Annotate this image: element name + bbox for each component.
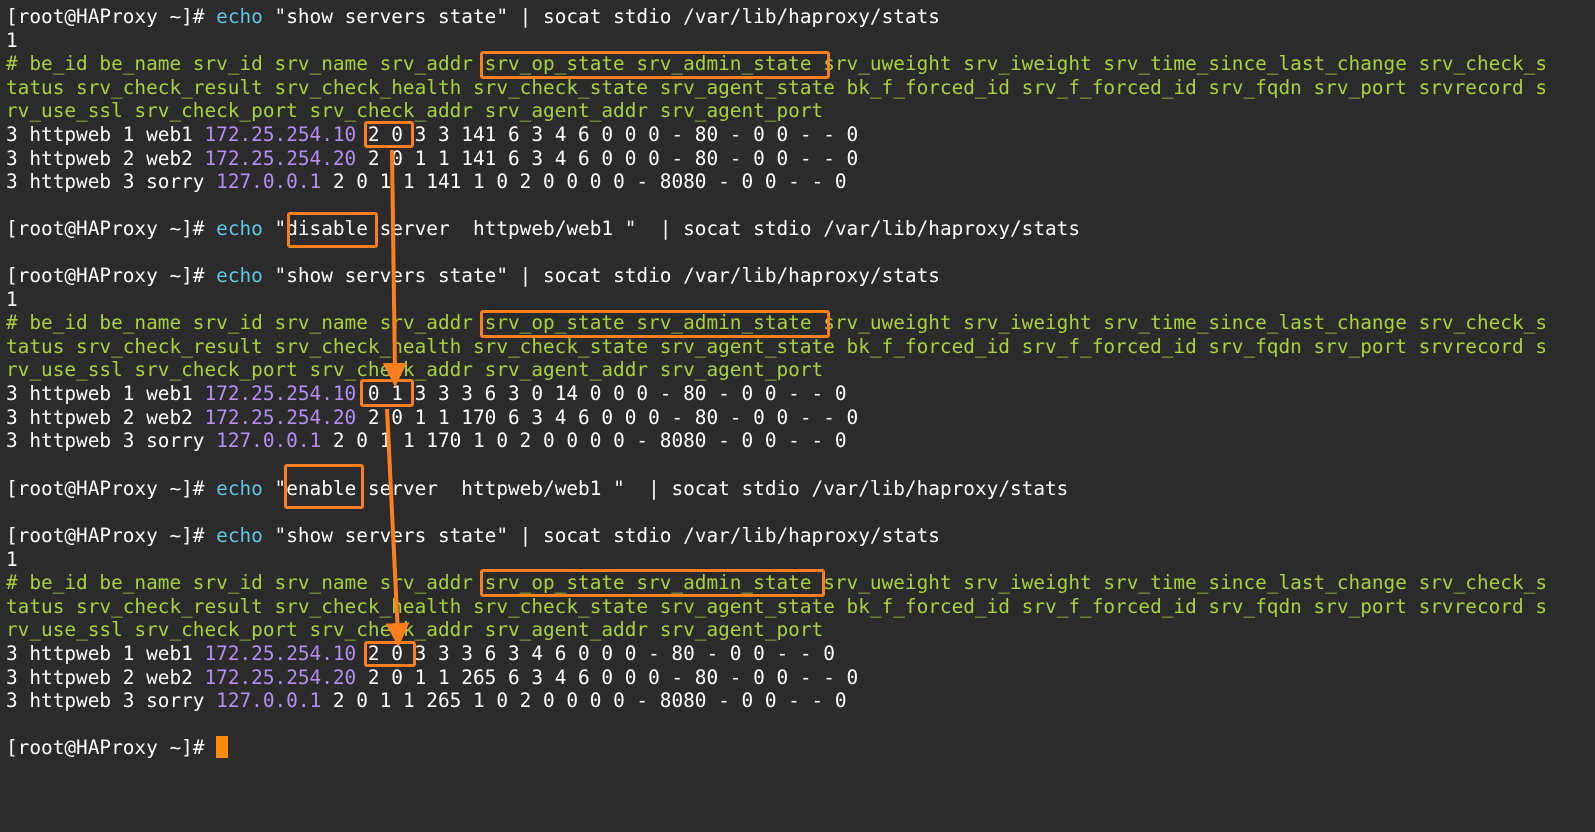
prompt: [root@HAProxy ~]# <box>6 5 217 28</box>
server-row-fields: 2 0 3 3 3 6 3 4 6 0 0 0 - 80 - 0 0 - - 0 <box>356 642 835 665</box>
server-row: 3 httpweb 2 web2 172.25.254.20 2 0 1 1 2… <box>6 666 858 690</box>
prompt: [root@HAProxy ~]# <box>6 217 217 240</box>
cursor <box>216 736 229 758</box>
command-args: "show servers state" | socat stdio /var/… <box>262 264 940 287</box>
server-row-fields: 2 0 1 1 170 6 3 4 6 0 0 0 - 80 - 0 0 - -… <box>356 406 859 429</box>
prompt: [root@HAProxy ~]# <box>6 477 217 500</box>
command-name: echo <box>216 264 263 287</box>
command-line: [root@HAProxy ~]# echo "show servers sta… <box>6 524 940 548</box>
server-row-prefix: 3 httpweb 1 web1 <box>6 642 205 665</box>
server-row: 3 httpweb 2 web2 172.25.254.20 2 0 1 1 1… <box>6 147 858 171</box>
server-row-fields: 2 0 1 1 265 1 0 2 0 0 0 0 - 8080 - 0 0 -… <box>321 689 847 712</box>
command-args: "show servers state" | socat stdio /var/… <box>262 524 940 547</box>
server-ip: 127.0.0.1 <box>216 170 322 193</box>
state-header-line: rv_use_ssl srv_check_port srv_check_addr… <box>6 358 824 381</box>
server-row-fields: 2 0 1 1 141 6 3 4 6 0 0 0 - 80 - 0 0 - -… <box>356 147 859 170</box>
server-row: 3 httpweb 1 web1 172.25.254.10 2 0 3 3 3… <box>6 642 835 666</box>
state-header-line: # be_id be_name srv_id srv_name srv_addr… <box>6 52 1547 75</box>
output-version: 1 <box>6 548 18 571</box>
server-ip: 172.25.254.10 <box>204 382 357 405</box>
command-name: echo <box>216 217 263 240</box>
state-header-line: rv_use_ssl srv_check_port srv_check_addr… <box>6 618 824 641</box>
server-row-prefix: 3 httpweb 3 sorry <box>6 170 217 193</box>
output-version: 1 <box>6 288 18 311</box>
command-name: echo <box>216 524 263 547</box>
state-header-line: tatus srv_check_result srv_check_health … <box>6 335 1547 358</box>
server-row-fields: 2 0 1 1 170 1 0 2 0 0 0 0 - 8080 - 0 0 -… <box>321 429 847 452</box>
server-row-prefix: 3 httpweb 3 sorry <box>6 429 217 452</box>
server-row-fields: 2 0 3 3 141 6 3 4 6 0 0 0 - 80 - 0 0 - -… <box>356 123 859 146</box>
state-header-line: # be_id be_name srv_id srv_name srv_addr… <box>6 311 1547 334</box>
server-row-fields: 2 0 1 1 265 6 3 4 6 0 0 0 - 80 - 0 0 - -… <box>356 666 859 689</box>
command-line: [root@HAProxy ~]# echo "enable server ht… <box>6 477 1068 501</box>
command-line: [root@HAProxy ~]# echo "show servers sta… <box>6 264 940 288</box>
server-row-prefix: 3 httpweb 3 sorry <box>6 689 217 712</box>
server-row: 3 httpweb 3 sorry 127.0.0.1 2 0 1 1 141 … <box>6 170 847 194</box>
prompt: [root@HAProxy ~]# <box>6 264 217 287</box>
server-row-prefix: 3 httpweb 2 web2 <box>6 666 205 689</box>
command-name: echo <box>216 5 263 28</box>
server-ip: 172.25.254.20 <box>204 147 357 170</box>
prompt: [root@HAProxy ~]# <box>6 736 217 759</box>
output-version: 1 <box>6 29 18 52</box>
server-ip: 172.25.254.20 <box>204 406 357 429</box>
server-row: 3 httpweb 1 web1 172.25.254.10 0 1 3 3 3… <box>6 382 847 406</box>
state-header-line: # be_id be_name srv_id srv_name srv_addr… <box>6 571 1547 594</box>
server-ip: 127.0.0.1 <box>216 689 322 712</box>
server-ip: 172.25.254.20 <box>204 666 357 689</box>
server-ip: 172.25.254.10 <box>204 642 357 665</box>
server-row-prefix: 3 httpweb 1 web1 <box>6 382 205 405</box>
state-header-line: tatus srv_check_result srv_check_health … <box>6 76 1547 99</box>
server-row: 3 httpweb 2 web2 172.25.254.20 2 0 1 1 1… <box>6 406 858 430</box>
command-name: echo <box>216 477 263 500</box>
server-row-prefix: 3 httpweb 2 web2 <box>6 147 205 170</box>
state-header-line: rv_use_ssl srv_check_port srv_check_addr… <box>6 99 824 122</box>
server-ip: 172.25.254.10 <box>204 123 357 146</box>
server-row-prefix: 3 httpweb 2 web2 <box>6 406 205 429</box>
server-row-prefix: 3 httpweb 1 web1 <box>6 123 205 146</box>
command-args: "enable server httpweb/web1 " | socat st… <box>262 477 1069 500</box>
server-row: 3 httpweb 1 web1 172.25.254.10 2 0 3 3 1… <box>6 123 858 147</box>
server-row: 3 httpweb 3 sorry 127.0.0.1 2 0 1 1 170 … <box>6 429 847 453</box>
server-row-fields: 0 1 3 3 3 6 3 0 14 0 0 0 - 80 - 0 0 - - … <box>356 382 847 405</box>
server-row-fields: 2 0 1 1 141 1 0 2 0 0 0 0 - 8080 - 0 0 -… <box>321 170 847 193</box>
server-row: 3 httpweb 3 sorry 127.0.0.1 2 0 1 1 265 … <box>6 689 847 713</box>
state-header-line: tatus srv_check_result srv_check_health … <box>6 595 1547 618</box>
command-line: [root@HAProxy ~]# echo "disable server h… <box>6 217 1080 241</box>
command-args: "disable server httpweb/web1 " | socat s… <box>262 217 1081 240</box>
prompt: [root@HAProxy ~]# <box>6 524 217 547</box>
command-line[interactable]: [root@HAProxy ~]# <box>6 736 229 760</box>
server-ip: 127.0.0.1 <box>216 429 322 452</box>
command-line: [root@HAProxy ~]# echo "show servers sta… <box>6 5 940 29</box>
command-args: "show servers state" | socat stdio /var/… <box>262 5 940 28</box>
